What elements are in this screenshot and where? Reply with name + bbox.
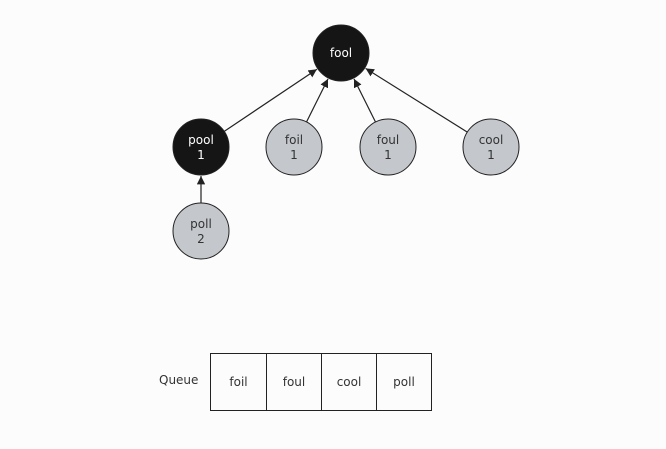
queue-cell: foul xyxy=(266,354,321,410)
node-circle xyxy=(359,118,417,176)
node-label: fool xyxy=(330,46,352,60)
node-count: 2 xyxy=(197,232,205,246)
edge-foil-to-fool xyxy=(305,78,329,123)
edge-cool-to-fool xyxy=(365,67,468,133)
node-circle xyxy=(172,202,230,260)
queue-cell: foil xyxy=(229,375,248,389)
node-label: poll xyxy=(190,217,212,231)
node-fool: fool xyxy=(312,24,370,82)
node-circle xyxy=(462,118,520,176)
queue-cell: cool xyxy=(321,354,376,410)
node-count: 1 xyxy=(290,148,298,162)
node-label: foul xyxy=(377,133,400,147)
node-circle xyxy=(312,24,370,82)
node-count: 1 xyxy=(384,148,392,162)
node-label: pool xyxy=(188,133,214,147)
queue: foil foul cool poll xyxy=(210,353,432,411)
queue-label: Queue xyxy=(159,373,199,387)
node-label: foil xyxy=(285,133,303,147)
node-count: 1 xyxy=(487,148,495,162)
edge-pool-to-fool xyxy=(223,68,318,132)
queue-cell: poll xyxy=(376,354,431,410)
node-circle xyxy=(265,118,323,176)
edge-foul-to-fool xyxy=(353,78,377,123)
node-count: 1 xyxy=(197,148,205,162)
node-label: cool xyxy=(479,133,504,147)
node-circle xyxy=(172,118,230,176)
